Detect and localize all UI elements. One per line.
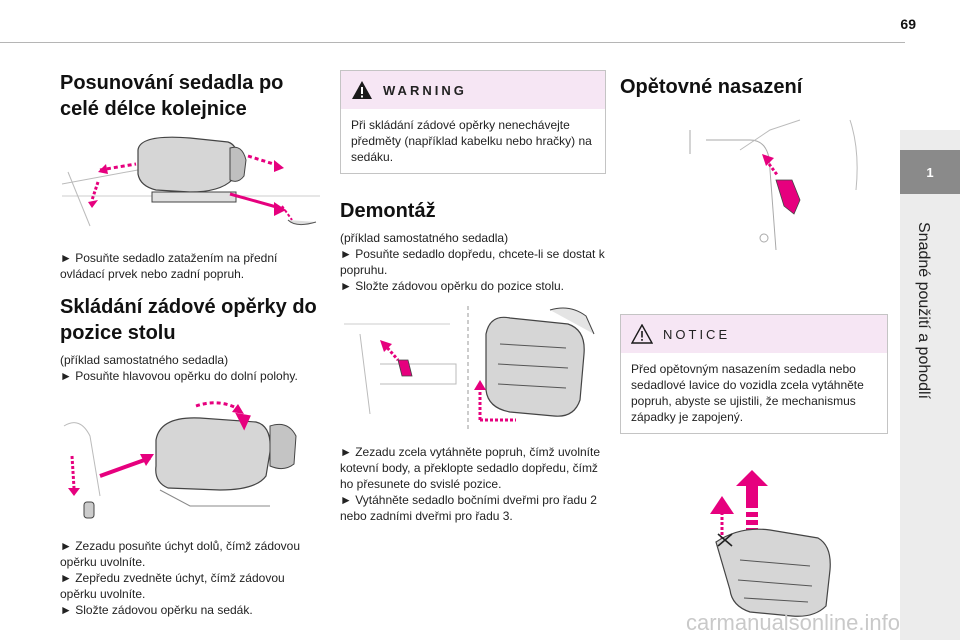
chapter-title: Snadné použití a pohodlí <box>915 222 932 400</box>
column-2: WARNING Při skládání zádové opěrky nenec… <box>340 70 606 524</box>
warning-label: WARNING <box>383 82 467 98</box>
refit-seat-illustration <box>710 470 831 617</box>
notice-box: NOTICE Před opětovným nasazením sedadla … <box>620 314 888 434</box>
instruction-front-handle: Zepředu zvedněte úchyt, čímž zádovou opě… <box>60 570 322 602</box>
header-rule <box>0 42 905 43</box>
warning-box: WARNING Při skládání zádové opěrky nenec… <box>340 70 606 174</box>
seat-slide-illustration <box>61 136 320 227</box>
instruction-take-out-seat: Vytáhněte sedadlo bočními dveřmi pro řad… <box>340 492 606 524</box>
instruction-rear-handle: Zezadu posuňte úchyt dolů, čímž zádovou … <box>60 538 322 570</box>
instruction-pull-strap: Zezadu zcela vytáhněte popruh, čímž uvol… <box>340 444 606 492</box>
instruction-headrest-down: Posuňte hlavovou opěrku do dolní polohy. <box>60 368 322 384</box>
side-strip <box>900 130 960 640</box>
example-note-1: (příklad samostatného sedadla) <box>60 353 229 367</box>
refit-strap-illustration <box>689 119 858 251</box>
removal-illustration <box>344 306 595 432</box>
column-3: Opětovné nasazení NOTICE Před opětovným … <box>620 70 888 620</box>
watermark: carmanualsonline.info <box>685 610 900 635</box>
notice-header: NOTICE <box>621 315 887 353</box>
warning-triangle-icon <box>352 81 372 99</box>
heading-fold-backrest: Skládání zádové opěrky do pozice stolu <box>60 296 317 344</box>
notice-label: NOTICE <box>663 326 731 342</box>
chapter-tab[interactable]: 1 <box>900 150 960 194</box>
instruction-move-forward: Posuňte sedadlo dopředu, chcete-li se do… <box>340 246 606 278</box>
backrest-fold-illustration <box>63 401 297 519</box>
warning-text: Při skládání zádové opěrky nenechávejte … <box>351 118 592 164</box>
instruction-table-position: Složte zádovou opěrku do pozice stolu. <box>340 278 606 294</box>
column-1: Posunování sedadla po celé délce kolejni… <box>60 70 322 618</box>
heading-sliding-seat: Posunování sedadla po celé délce kolejni… <box>60 72 284 120</box>
page-number: 69 <box>900 16 916 32</box>
example-note-2: (příklad samostatného sedadla) <box>340 231 509 245</box>
instruction-fold-backrest: Složte zádovou opěrku na sedák. <box>60 602 322 618</box>
heading-refitting: Opětovné nasazení <box>620 76 803 98</box>
notice-triangle-icon <box>631 324 653 344</box>
notice-text: Před opětovným nasazením sedadla nebo se… <box>631 362 864 424</box>
heading-removal: Demontáž <box>340 200 436 222</box>
instruction-slide-seat: Posuňte sedadlo zatažením na přední ovlá… <box>60 250 322 282</box>
warning-header: WARNING <box>341 71 605 109</box>
